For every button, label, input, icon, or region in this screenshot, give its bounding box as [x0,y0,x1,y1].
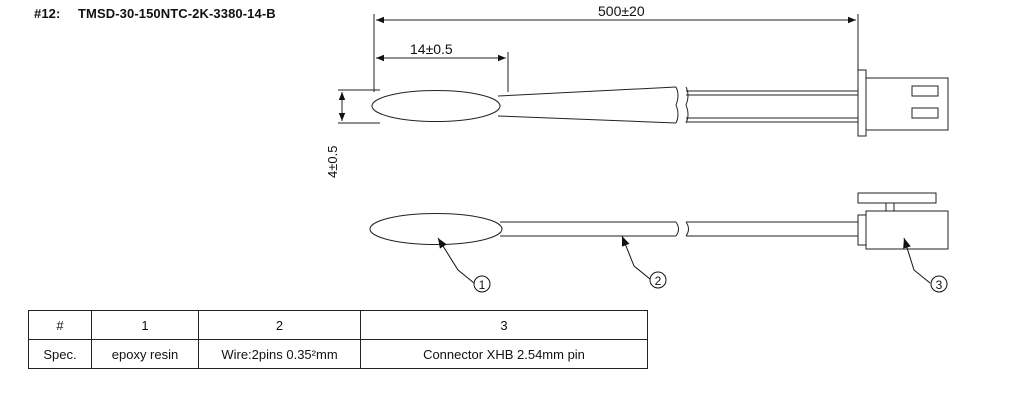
table-cell: Wire:2pins 0.35²mm [198,339,361,369]
epoxy-head-side [369,213,503,245]
callout-number-1: 1 [479,278,486,292]
side-view [369,192,949,250]
callout-circle-1 [473,275,491,293]
table-row: Spec. epoxy resin Wire:2pins 0.35²mm Con… [28,339,648,369]
table-header-row: # 1 2 3 [28,310,648,340]
callout-circle-2 [649,271,667,289]
table-cell: 1 [91,310,199,340]
spec-table: # 1 2 3 Spec. epoxy resin Wire:2pins 0.3… [28,310,648,369]
part-number-label: #12: [34,6,61,21]
table-cell: 2 [198,310,361,340]
top-view [338,14,949,137]
thermistor-drawing: 500±20 14±0.5 4±0.5 1 2 3 [325,3,949,293]
total-length-label: 500±20 [598,3,645,19]
callout-number-3: 3 [936,278,943,292]
connector-latch [857,192,937,204]
callout-leader-2 [621,235,651,280]
callout-leader-1 [437,237,475,284]
callout-number-2: 2 [655,274,662,288]
callout-leader-3 [903,237,931,284]
head-length-label: 14±0.5 [410,41,453,57]
connector-flange-top [857,69,867,137]
connector-body-top [865,77,949,131]
table-cell: Spec. [28,339,92,369]
table-cell: # [28,310,92,340]
epoxy-head-top [371,90,501,122]
table-cell: epoxy resin [91,339,199,369]
connector-body-side [865,210,949,250]
part-title: #12: TMSD-30-150NTC-2K-3380-14-B [34,6,276,21]
table-cell: Connector XHB 2.54mm pin [360,339,648,369]
table-cell: 3 [360,310,648,340]
part-code: TMSD-30-150NTC-2K-3380-14-B [78,6,276,21]
head-diameter-label: 4±0.5 [325,146,340,178]
callout-circle-3 [930,275,948,293]
